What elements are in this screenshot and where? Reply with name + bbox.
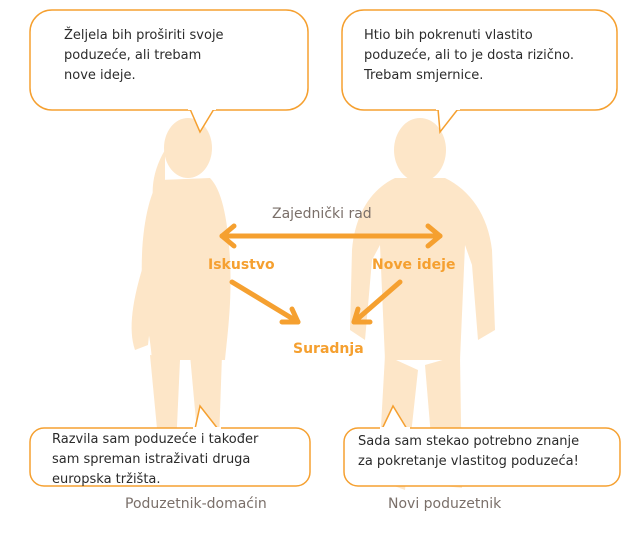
bubble-top-right-text: Htio bih pokrenuti vlastito poduzeće, al…: [364, 28, 574, 83]
bubble-top-left-text: Željela bih proširiti svoje poduzeće, al…: [64, 28, 224, 83]
cooperation-label: Suradnja: [293, 341, 364, 357]
arrow-experience-to-cooperation: [229, 279, 301, 325]
joint-work-label: Zajednički rad: [272, 206, 372, 222]
bubble-bottom-left: [29, 404, 311, 487]
new-ideas-label: Nove ideje: [372, 257, 456, 273]
bubble-bottom-right: [343, 404, 621, 487]
bubble-top-left: [29, 9, 309, 134]
host-entrepreneur-caption: Poduzetnik-domaćin: [125, 496, 267, 512]
bubble-top-right: [341, 9, 618, 134]
experience-label: Iskustvo: [208, 257, 275, 273]
bubble-bottom-right-text: Sada sam stekao potrebno znanje za pokre…: [358, 434, 580, 469]
woman-silhouette: [131, 118, 231, 470]
arrow-new-ideas-to-cooperation: [351, 279, 403, 325]
joint-work-arrow: [219, 223, 443, 249]
bubble-bottom-left-text: Razvila sam poduzeće i također sam sprem…: [52, 432, 259, 487]
new-entrepreneur-caption: Novi poduzetnik: [388, 496, 502, 512]
